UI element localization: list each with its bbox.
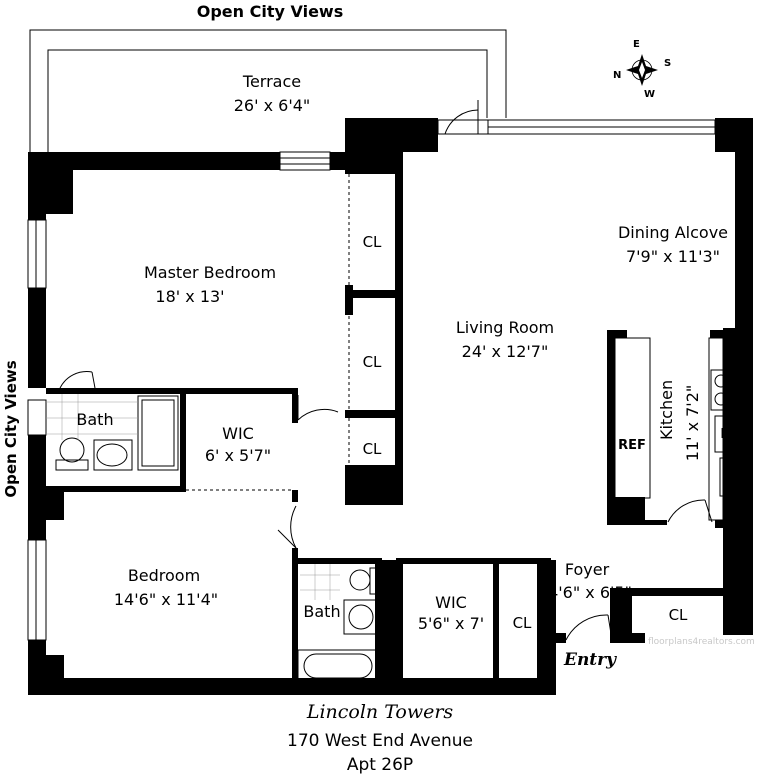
master-bedroom-name: Master Bedroom bbox=[143, 263, 277, 282]
bedroom-name: Bedroom bbox=[127, 566, 201, 585]
view-label-top: Open City Views bbox=[196, 2, 344, 21]
view-label-left: Open City Views bbox=[2, 360, 20, 498]
terrace-outline bbox=[29, 29, 507, 152]
compass-south: S bbox=[664, 58, 672, 69]
closet-label: CL bbox=[362, 353, 382, 371]
compass-rose bbox=[626, 54, 658, 86]
door-swings bbox=[59, 100, 713, 641]
compass-north: N bbox=[613, 70, 622, 81]
closet-label: CL bbox=[362, 440, 382, 458]
windows bbox=[27, 119, 716, 641]
terrace-name: Terrace bbox=[242, 72, 302, 91]
master-wic-dims: 6' x 5'7" bbox=[204, 446, 272, 465]
compass-east: E bbox=[633, 39, 640, 50]
kitchen-dims: 11' x 7'2" bbox=[683, 384, 702, 462]
bedroom-dims: 14'6" x 11'4" bbox=[113, 590, 219, 609]
foyer-dims: 4'6" x 6'5" bbox=[548, 583, 632, 602]
hall-wic-name: WIC bbox=[435, 593, 467, 612]
building-unit: Apt 26P bbox=[346, 755, 414, 775]
hall-wic-dims: 5'6" x 7' bbox=[417, 614, 485, 633]
foyer-name: Foyer bbox=[564, 560, 610, 579]
terrace-dims: 26' x 6'4" bbox=[233, 96, 311, 115]
compass-west: W bbox=[644, 89, 656, 100]
bath-fixtures bbox=[55, 395, 381, 683]
building-name: Lincoln Towers bbox=[306, 701, 454, 723]
watermark: floorplans4realtors.com bbox=[648, 637, 755, 647]
dashed-lines bbox=[186, 174, 723, 640]
closet-label: CL bbox=[362, 233, 382, 251]
entry-label: Entry bbox=[563, 650, 616, 670]
master-bedroom-dims: 18' x 13' bbox=[155, 287, 225, 306]
bath-label: Bath bbox=[303, 602, 341, 621]
closet-label: CL bbox=[512, 614, 532, 632]
kitchen-name: Kitchen bbox=[657, 379, 676, 440]
dishwasher-label: DW bbox=[720, 427, 746, 442]
bath-label: Bath bbox=[76, 410, 114, 429]
tile-grid bbox=[46, 394, 340, 600]
building-address: 170 West End Avenue bbox=[287, 731, 473, 751]
master-wic-name: WIC bbox=[222, 424, 254, 443]
dining-alcove-dims: 7'9" x 11'3" bbox=[625, 247, 721, 266]
kitchen-fixtures bbox=[614, 337, 752, 521]
dining-alcove-name: Dining Alcove bbox=[617, 223, 729, 242]
refrigerator-label: REF bbox=[618, 438, 646, 453]
walls bbox=[28, 118, 753, 695]
closet-label: CL bbox=[668, 606, 688, 624]
living-room-name: Living Room bbox=[455, 318, 555, 337]
living-room-dims: 24' x 12'7" bbox=[461, 342, 549, 361]
